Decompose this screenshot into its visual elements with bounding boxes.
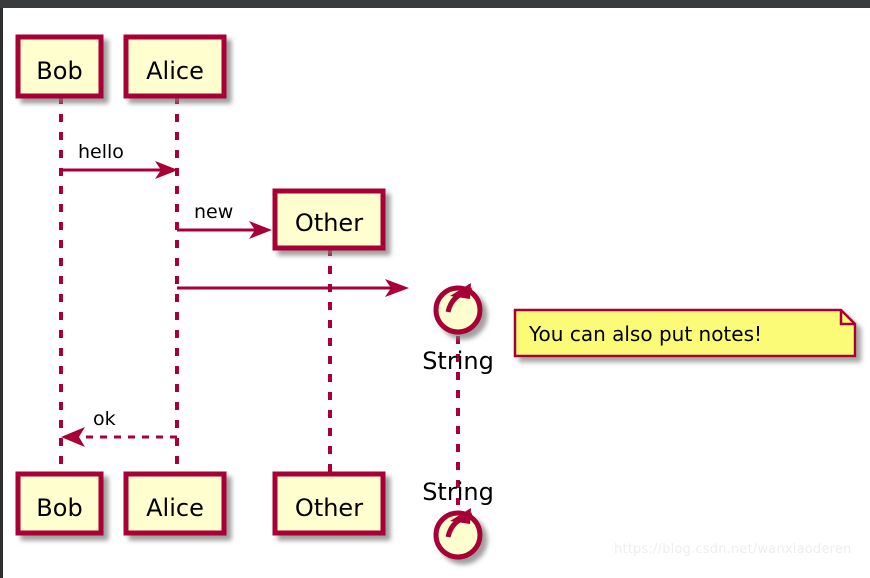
lifelines <box>59 96 460 505</box>
note-text: You can also put notes! <box>528 322 762 346</box>
participant-box[interactable] <box>272 188 386 251</box>
participant-box[interactable] <box>272 471 386 536</box>
watermark-text: https://blog.csdn.net/wanxiaoderen <box>614 542 852 557</box>
participant-alice-top[interactable]: Alice <box>123 34 227 99</box>
participant-string-top[interactable]: String <box>422 285 494 375</box>
entity-arrowhead-icon <box>450 508 471 524</box>
participant-other-top[interactable]: Other <box>272 188 386 251</box>
entity-label: String <box>422 347 494 375</box>
participant-box[interactable] <box>123 471 227 536</box>
participant-label: Other <box>295 209 363 237</box>
note-box[interactable]: You can also put notes! <box>513 308 857 358</box>
message-label: ok <box>93 408 116 430</box>
participant-label: Alice <box>146 57 204 85</box>
entity-arrowhead-icon <box>450 283 471 299</box>
participant-bob-bottom[interactable]: Bob <box>15 471 104 536</box>
note-fold-icon <box>839 310 855 326</box>
arrowhead-filled-icon <box>249 221 272 239</box>
participant-label: Other <box>295 494 363 522</box>
message-label: hello <box>78 141 124 163</box>
participant-alice-bottom[interactable]: Alice <box>123 471 227 536</box>
entity-label: String <box>422 478 494 506</box>
participant-bob-top[interactable]: Bob <box>15 34 104 99</box>
entity-circle[interactable] <box>433 510 483 560</box>
message-new[interactable]: new <box>177 201 272 239</box>
participant-other-bottom[interactable]: Other <box>272 471 386 536</box>
participant-box[interactable] <box>15 471 104 536</box>
arrowhead-filled-icon <box>155 161 178 179</box>
participant-string-bottom[interactable]: String <box>422 478 494 560</box>
arrowhead-filled-icon <box>385 279 409 297</box>
participant-label: Alice <box>146 494 204 522</box>
message-label: new <box>194 201 233 223</box>
participant-label: Bob <box>36 494 82 522</box>
participant-box[interactable] <box>15 34 104 99</box>
note-shape[interactable] <box>513 308 857 358</box>
participant-box[interactable] <box>123 34 227 99</box>
message-ok[interactable]: ok <box>61 408 177 447</box>
window-title-bar <box>0 0 870 8</box>
message-to-string[interactable] <box>177 279 409 297</box>
entity-circle[interactable] <box>433 285 483 335</box>
participant-label: Bob <box>36 57 82 85</box>
message-hello[interactable]: hello <box>61 141 178 179</box>
arrowhead-open-icon <box>61 427 85 447</box>
window-left-border <box>0 8 3 578</box>
